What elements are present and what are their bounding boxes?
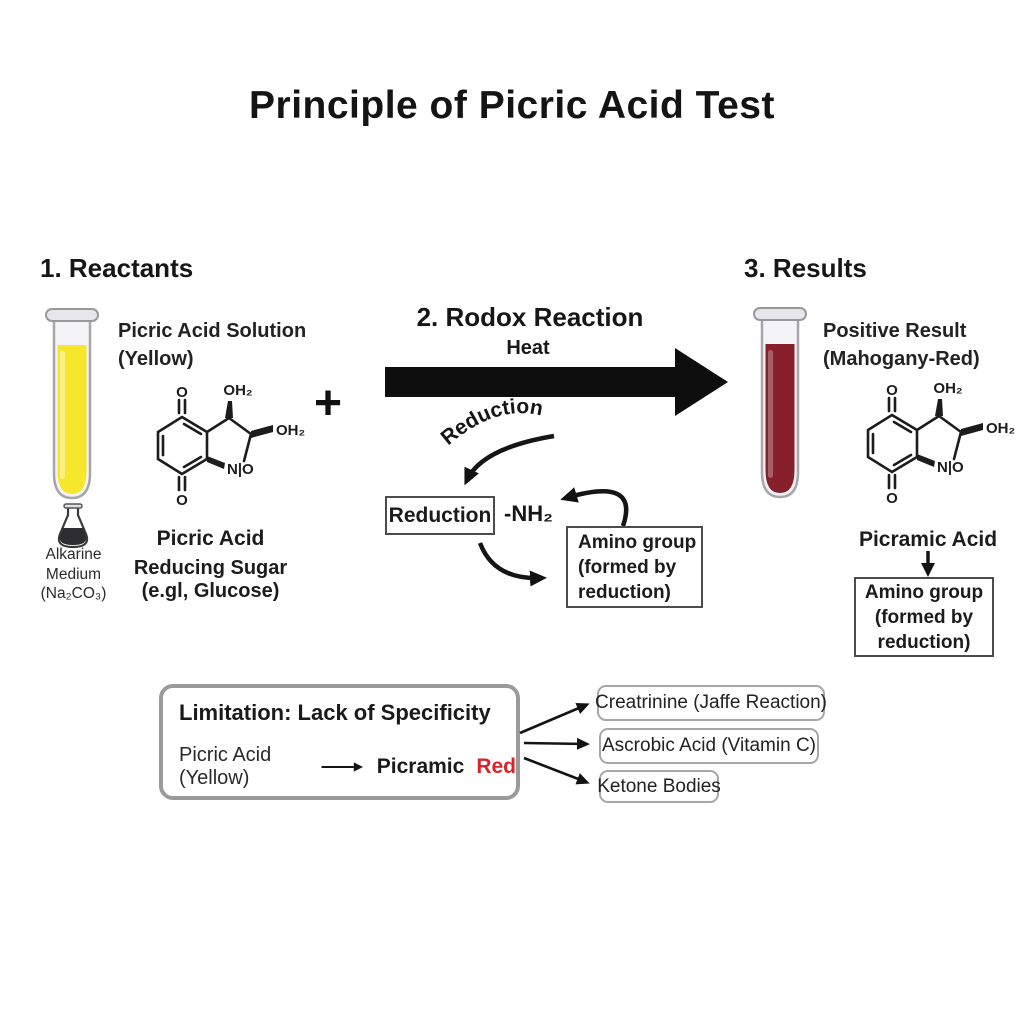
picramic-acid-name: Picramic Acid	[858, 528, 998, 551]
reaction-arrows: Reduction	[385, 348, 728, 587]
nio-label: N|O	[937, 459, 964, 476]
limitation-box: Limitation: Lack of Specificity Picric A…	[159, 684, 520, 800]
results-amino-group-box: Amino group (formed by reduction)	[854, 577, 994, 657]
yellow-test-tube-icon	[45, 308, 99, 500]
reduction-to-amino-arrow	[477, 542, 547, 587]
page-title: Principle of Picric Acid Test	[249, 84, 775, 127]
interferent-ketone-bodies: Ketone Bodies	[597, 770, 721, 803]
heat-arrow	[385, 348, 728, 416]
nh2-label: -NH₂	[504, 501, 553, 526]
reducing-sugar-label: Reducing Sugar (e.gl, Glucose)	[133, 557, 288, 602]
amino-group-box: Amino group (formed by reduction)	[566, 526, 703, 608]
picramic-acid-structure: O O OH₂ OH₂ N|O	[866, 380, 1015, 507]
interferent-ascorbic-acid: Ascrobic Acid (Vitamin C)	[599, 728, 819, 764]
plus-sign: +	[314, 377, 343, 430]
flask-icon	[57, 503, 89, 549]
down-arrow-icon	[921, 551, 935, 577]
alkaline-medium-label: Alkarine Medium (Na₂CO₃)	[40, 546, 107, 602]
nio-label: N|O	[227, 461, 254, 478]
oh2-top-label: OH₂	[933, 380, 962, 397]
limitation-product-color: Red	[476, 755, 516, 778]
limitation-product: Picramic	[376, 755, 465, 778]
picric-acid-structure: O O OH₂ OH₂ N|O	[156, 382, 305, 509]
reactants-heading: 1. Reactants	[40, 253, 194, 283]
limitation-heading: Limitation: Lack of Specificity	[179, 700, 491, 725]
heat-label: Heat	[506, 337, 550, 359]
limitation-equation: Picric Acid (Yellow) Picramic Red	[179, 744, 516, 790]
limitation-reactant: Picric Acid (Yellow)	[179, 744, 272, 789]
reduction-curved-arrow	[464, 433, 555, 486]
right-arrow-icon	[321, 762, 364, 772]
oh2-top-label: OH₂	[223, 382, 252, 399]
positive-result-label: Positive Result (Mahogany-Red)	[823, 320, 980, 370]
o-bottom-label: O	[176, 492, 188, 509]
o-top-label: O	[176, 384, 188, 401]
amino-to-nh2-arrow	[560, 487, 629, 527]
o-top-label: O	[886, 382, 898, 399]
reaction-heading: 2. Rodox Reaction	[416, 302, 644, 332]
oh2-right-label: OH₂	[276, 422, 305, 439]
picric-acid-name: Picric Acid	[156, 527, 265, 550]
red-test-tube-icon	[753, 307, 807, 499]
interferent-arrows	[519, 702, 590, 785]
o-bottom-label: O	[886, 490, 898, 507]
reduction-box: Reduction	[385, 496, 495, 535]
picric-solution-label: Picric Acid Solution (Yellow)	[118, 320, 307, 370]
results-heading: 3. Results	[744, 253, 867, 283]
oh2-right-label: OH₂	[986, 420, 1015, 437]
interferent-creatinine: Creatrinine (Jaffe Reaction)	[595, 685, 827, 721]
